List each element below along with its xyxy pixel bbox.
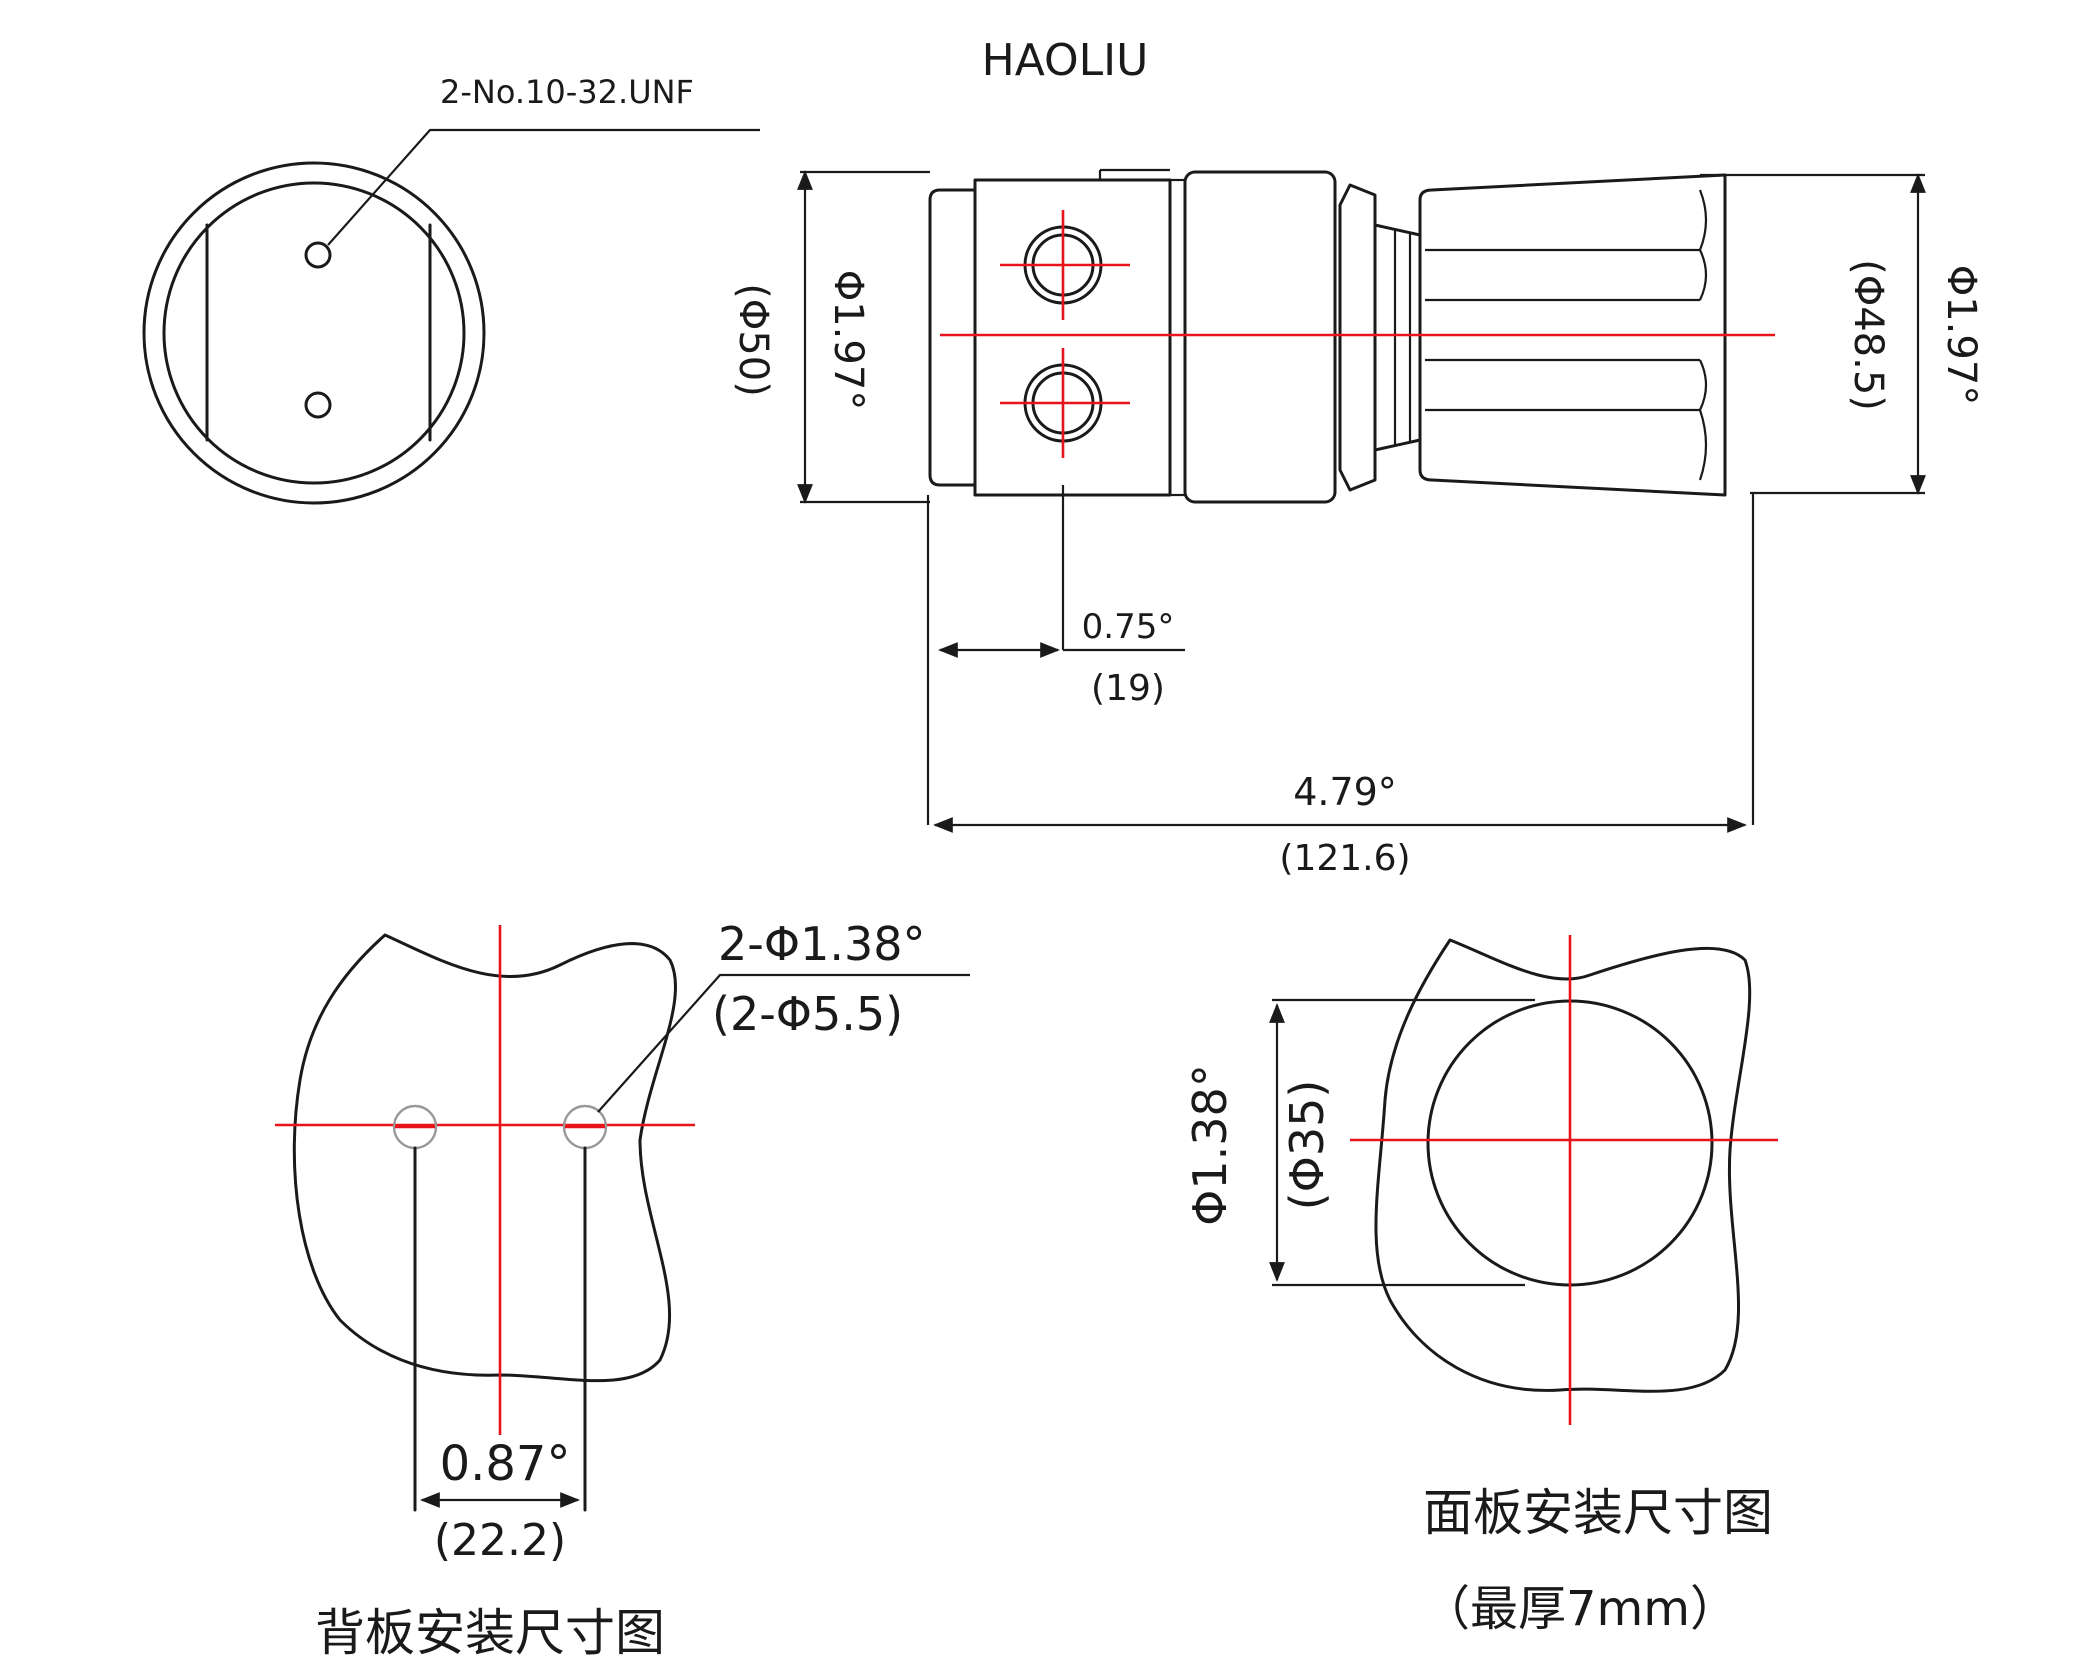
dia-left-inch: Φ1.97°: [825, 270, 871, 411]
length-inch: 4.79°: [1293, 770, 1397, 814]
body: [1183, 170, 1337, 504]
dia-right-mm: (Φ48.5): [1845, 259, 1891, 411]
panel-outline: [292, 933, 678, 1383]
back-panel-view: 2-Φ1.38° (2-Φ5.5) 0.87° (22.2) 背板安装尺寸图: [275, 917, 970, 1662]
spacing-mm: (22.2): [434, 1515, 566, 1566]
hex-nut: [1338, 183, 1377, 492]
back-panel-title: 背板安装尺寸图: [315, 1604, 665, 1662]
dia-left-mm: (Φ50): [730, 283, 776, 397]
cutout-inch: Φ1.38°: [1183, 1064, 1237, 1226]
spacing-inch: 0.87°: [440, 1436, 571, 1492]
outer-rim: [142, 161, 486, 505]
back-shell: [1418, 173, 1727, 497]
front-end-view: 2-No.10-32.UNF: [142, 73, 760, 505]
hole-leader: [597, 973, 970, 1113]
end-cap: [928, 188, 977, 487]
front-panel-title: 面板安装尺寸图: [1423, 1484, 1773, 1542]
offset-mm: (19): [1091, 668, 1165, 709]
hole-inch: 2-Φ1.38°: [718, 917, 926, 971]
offset-inch: 0.75°: [1082, 607, 1175, 647]
cutout-mm: (Φ35): [1280, 1080, 1334, 1211]
brand-title: HAOLIU: [982, 35, 1149, 86]
thread-label: 2-No.10-32.UNF: [440, 73, 694, 111]
screw-hole-bottom: [304, 391, 332, 419]
dia-right-inch: Φ1.97°: [1938, 265, 1984, 406]
screw-hole-top: [304, 241, 332, 269]
inner-rim: [162, 181, 466, 485]
panel-outline: [1374, 938, 1752, 1393]
thread-leader: [327, 128, 760, 246]
hole-mm: (2-Φ5.5): [712, 987, 903, 1041]
length-mm: (121.6): [1279, 838, 1410, 879]
front-panel-view: Φ1.38° (Φ35) 面板安装尺寸图 （最厚7mm）: [1183, 935, 1778, 1637]
connector-side-view: Φ1.97° (Φ50) (Φ48.5) Φ1.97° 0.75° (19) 4…: [730, 168, 1984, 879]
front-panel-note: （最厚7mm）: [1422, 1581, 1738, 1637]
